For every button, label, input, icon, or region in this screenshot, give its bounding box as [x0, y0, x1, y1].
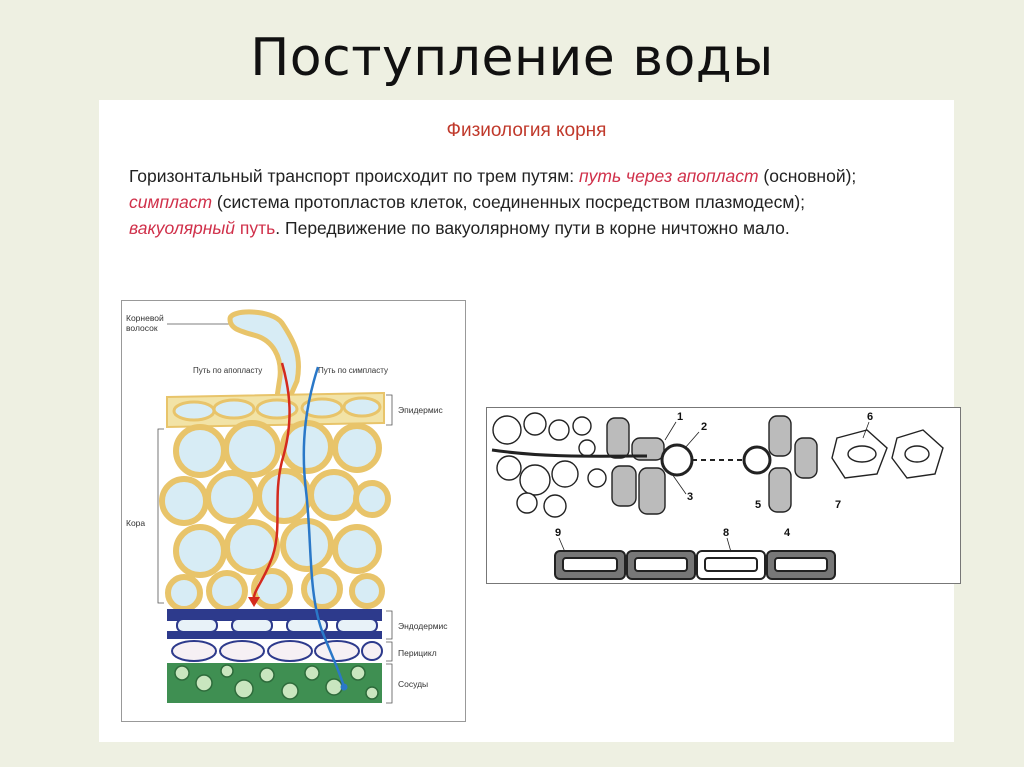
number-label-2: 2 — [701, 421, 707, 433]
number-label-6: 6 — [867, 411, 873, 423]
number-label-1: 1 — [677, 411, 683, 423]
apoplast-path-label: Путь по апопласту — [193, 366, 262, 375]
text-part: Горизонтальный транспорт происходит по т… — [129, 166, 580, 186]
endodermis-label: Эндодермис — [398, 621, 448, 631]
transport-scheme-figure: 1 2 3 4 5 6 7 8 9 — [486, 407, 961, 584]
content-panel: Физиология корня Горизонтальный транспор… — [99, 100, 961, 742]
apoplast-term: путь через апопласт — [579, 166, 759, 186]
text-part: (основной); — [758, 166, 857, 186]
vessels-layer — [167, 663, 382, 703]
pericycle-label: Перицикл — [398, 648, 437, 658]
endodermis-layer — [167, 609, 382, 639]
slide-title: Поступление воды — [250, 28, 774, 88]
text-part: . Передвижение по вакуолярному пути в ко… — [275, 218, 790, 238]
description-paragraph: Горизонтальный транспорт происходит по т… — [129, 163, 909, 241]
pericycle-layer — [171, 640, 383, 662]
root-hair-label-1: Корневой — [126, 313, 164, 323]
symplast-path-label: Путь по симпласту — [318, 366, 388, 375]
cortex-label: Кора — [126, 518, 145, 528]
number-label-8: 8 — [723, 527, 729, 539]
symplast-term: симпласт — [129, 192, 213, 212]
root-section-figure: Корневой волосок Путь по апопласту Путь … — [121, 300, 466, 722]
vacuolar-term: вакуолярный — [129, 218, 236, 238]
epidermis-label: Эпидермис — [398, 405, 443, 415]
number-label-7: 7 — [835, 499, 841, 511]
epidermis-layer — [166, 391, 385, 429]
root-section-svg: Корневой волосок Путь по апопласту Путь … — [126, 309, 448, 704]
text-part: (система протопластов клеток, соединенны… — [212, 192, 806, 212]
number-label-5: 5 — [755, 499, 761, 511]
section-title: Физиология корня — [446, 120, 607, 141]
number-label-4: 4 — [784, 527, 791, 539]
apoplast-path-arrow — [252, 362, 291, 602]
number-label-3: 3 — [687, 491, 693, 503]
root-hair-label-2: волосок — [126, 323, 158, 333]
vessels-label: Сосуды — [398, 679, 428, 689]
transport-scheme-svg: 1 2 3 4 5 6 7 8 9 — [491, 411, 944, 580]
number-label-9: 9 — [555, 527, 561, 539]
vacuolar-term-path: путь — [235, 218, 276, 238]
cortex-layer — [159, 420, 391, 612]
symplast-path-arrow — [302, 366, 346, 688]
